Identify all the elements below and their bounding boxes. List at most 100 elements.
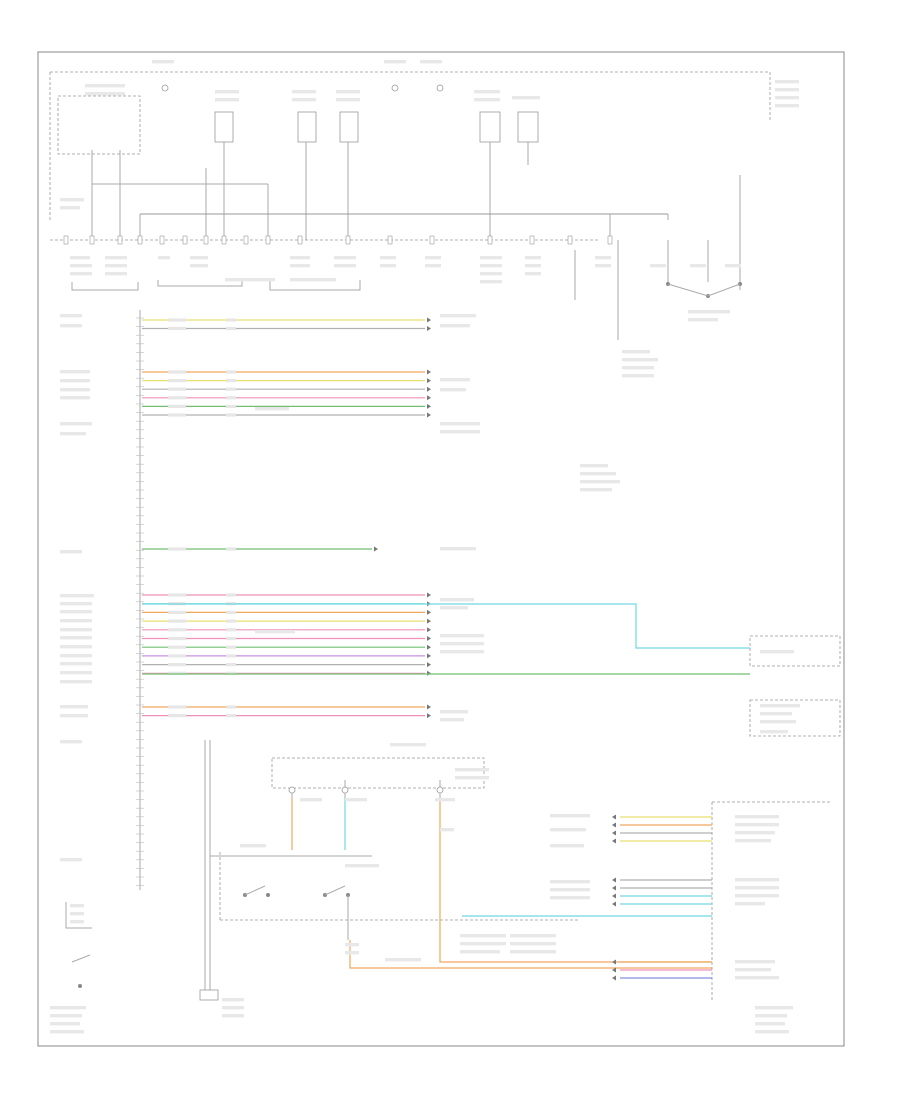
label-block-97 [380, 264, 396, 268]
label-block-22 [60, 714, 88, 718]
group-2-circuit-label-5 [226, 404, 236, 408]
label-block-144 [345, 951, 359, 955]
ground-area [65, 740, 219, 1001]
label-block-27 [440, 378, 470, 382]
label-block-95 [334, 264, 356, 268]
label-block-72 [460, 942, 506, 946]
label-block-6 [60, 396, 90, 400]
module-boundary-top [50, 71, 771, 120]
label-block-43 [622, 350, 650, 354]
group-4-circuit-label-4 [226, 619, 236, 623]
label-block-52 [735, 815, 779, 819]
label-block-143 [345, 943, 359, 947]
group-1-arrow-1 [427, 317, 431, 323]
label-block-109 [650, 264, 666, 268]
group-4-circuit-label-9 [226, 663, 236, 667]
group-4-wire-label-9 [168, 663, 186, 667]
right-wire-arrow-8 [612, 901, 616, 907]
label-block-34 [440, 634, 484, 638]
group-4-circuit-label-5 [226, 628, 236, 632]
fuse-1 [161, 84, 169, 92]
label-block-128 [512, 96, 540, 100]
label-block-41 [580, 480, 620, 484]
label-block-138 [455, 776, 489, 780]
label-block-33 [440, 606, 468, 610]
label-block-54 [735, 831, 775, 835]
label-block-119 [85, 92, 125, 96]
label-block-84 [70, 264, 92, 268]
group-4-arrow-7 [427, 644, 431, 650]
label-block-47 [760, 650, 794, 654]
label-block-93 [290, 264, 310, 268]
label-block-154 [255, 630, 295, 634]
label-block-71 [460, 934, 506, 938]
label-block-5 [60, 388, 90, 392]
cyan-long-wire [142, 603, 750, 649]
label-block-87 [105, 264, 127, 268]
label-block-20 [60, 680, 92, 684]
label-block-147 [345, 864, 379, 868]
connector-pin-9 [243, 235, 249, 245]
label-block-155 [255, 407, 289, 411]
group-4-circuit-label-8 [226, 654, 236, 658]
fuse-3 [436, 84, 444, 92]
label-blocks [50, 60, 800, 1034]
right-wire-arrow-11 [612, 975, 616, 981]
group-4-wire-label-5 [168, 628, 186, 632]
label-block-99 [425, 264, 441, 268]
group-4-wire-label-3 [168, 610, 186, 614]
group-2-arrow-2 [427, 378, 431, 384]
label-block-90 [190, 256, 208, 260]
label-block-51 [760, 730, 788, 734]
label-block-30 [440, 430, 480, 434]
group-4-arrow-10 [427, 670, 431, 676]
group-4-arrow-6 [427, 636, 431, 641]
label-block-106 [525, 272, 541, 276]
group-2-wire-label-4 [168, 396, 186, 400]
label-block-16 [60, 645, 92, 649]
label-block-46 [622, 374, 654, 378]
group-4-circuit-label-1 [226, 593, 236, 597]
group-2-circuit-label-2 [226, 379, 236, 383]
right-wire-arrow-2 [612, 822, 616, 828]
label-block-76 [510, 950, 556, 954]
group-2-arrow-1 [427, 369, 431, 375]
group-1-wire-label-1 [168, 318, 186, 322]
label-block-28 [440, 388, 466, 392]
label-block-79 [550, 844, 584, 848]
group-4-wire-label-6 [168, 636, 186, 641]
label-block-29 [440, 422, 480, 426]
group-1-circuit-label-2 [226, 326, 236, 331]
label-block-4 [60, 379, 90, 383]
feeder-lines [91, 142, 741, 290]
connector-pin-15 [487, 235, 493, 245]
label-block-131 [420, 60, 442, 64]
group-2-circuit-label-4 [226, 396, 236, 400]
label-block-38 [440, 718, 464, 722]
right-wire-arrow-3 [612, 830, 616, 836]
label-block-133 [60, 206, 80, 210]
fuse-2 [391, 84, 399, 92]
label-block-19 [60, 671, 92, 675]
right-wire-arrow-5 [612, 877, 616, 883]
label-block-9 [60, 550, 82, 554]
label-block-105 [525, 264, 541, 268]
group-3-wire-label-1 [168, 547, 186, 551]
label-block-45 [622, 366, 654, 370]
label-block-24 [60, 858, 82, 862]
right-wire-arrow-6 [612, 885, 616, 891]
group-2-circuit-label-3 [226, 387, 236, 391]
group-4-circuit-label-3 [226, 610, 236, 614]
label-block-80 [550, 880, 590, 884]
group-2-circuit-label-6 [226, 413, 236, 417]
group-4-circuit-label-6 [226, 636, 236, 641]
diagram-frame [37, 51, 845, 1047]
label-block-77 [550, 814, 590, 818]
label-block-137 [455, 768, 489, 772]
label-block-40 [580, 472, 616, 476]
sensor-1 [214, 111, 234, 143]
label-block-81 [550, 888, 590, 892]
label-block-74 [510, 934, 556, 938]
label-block-145 [385, 958, 421, 962]
group-2-arrow-6 [427, 412, 431, 418]
